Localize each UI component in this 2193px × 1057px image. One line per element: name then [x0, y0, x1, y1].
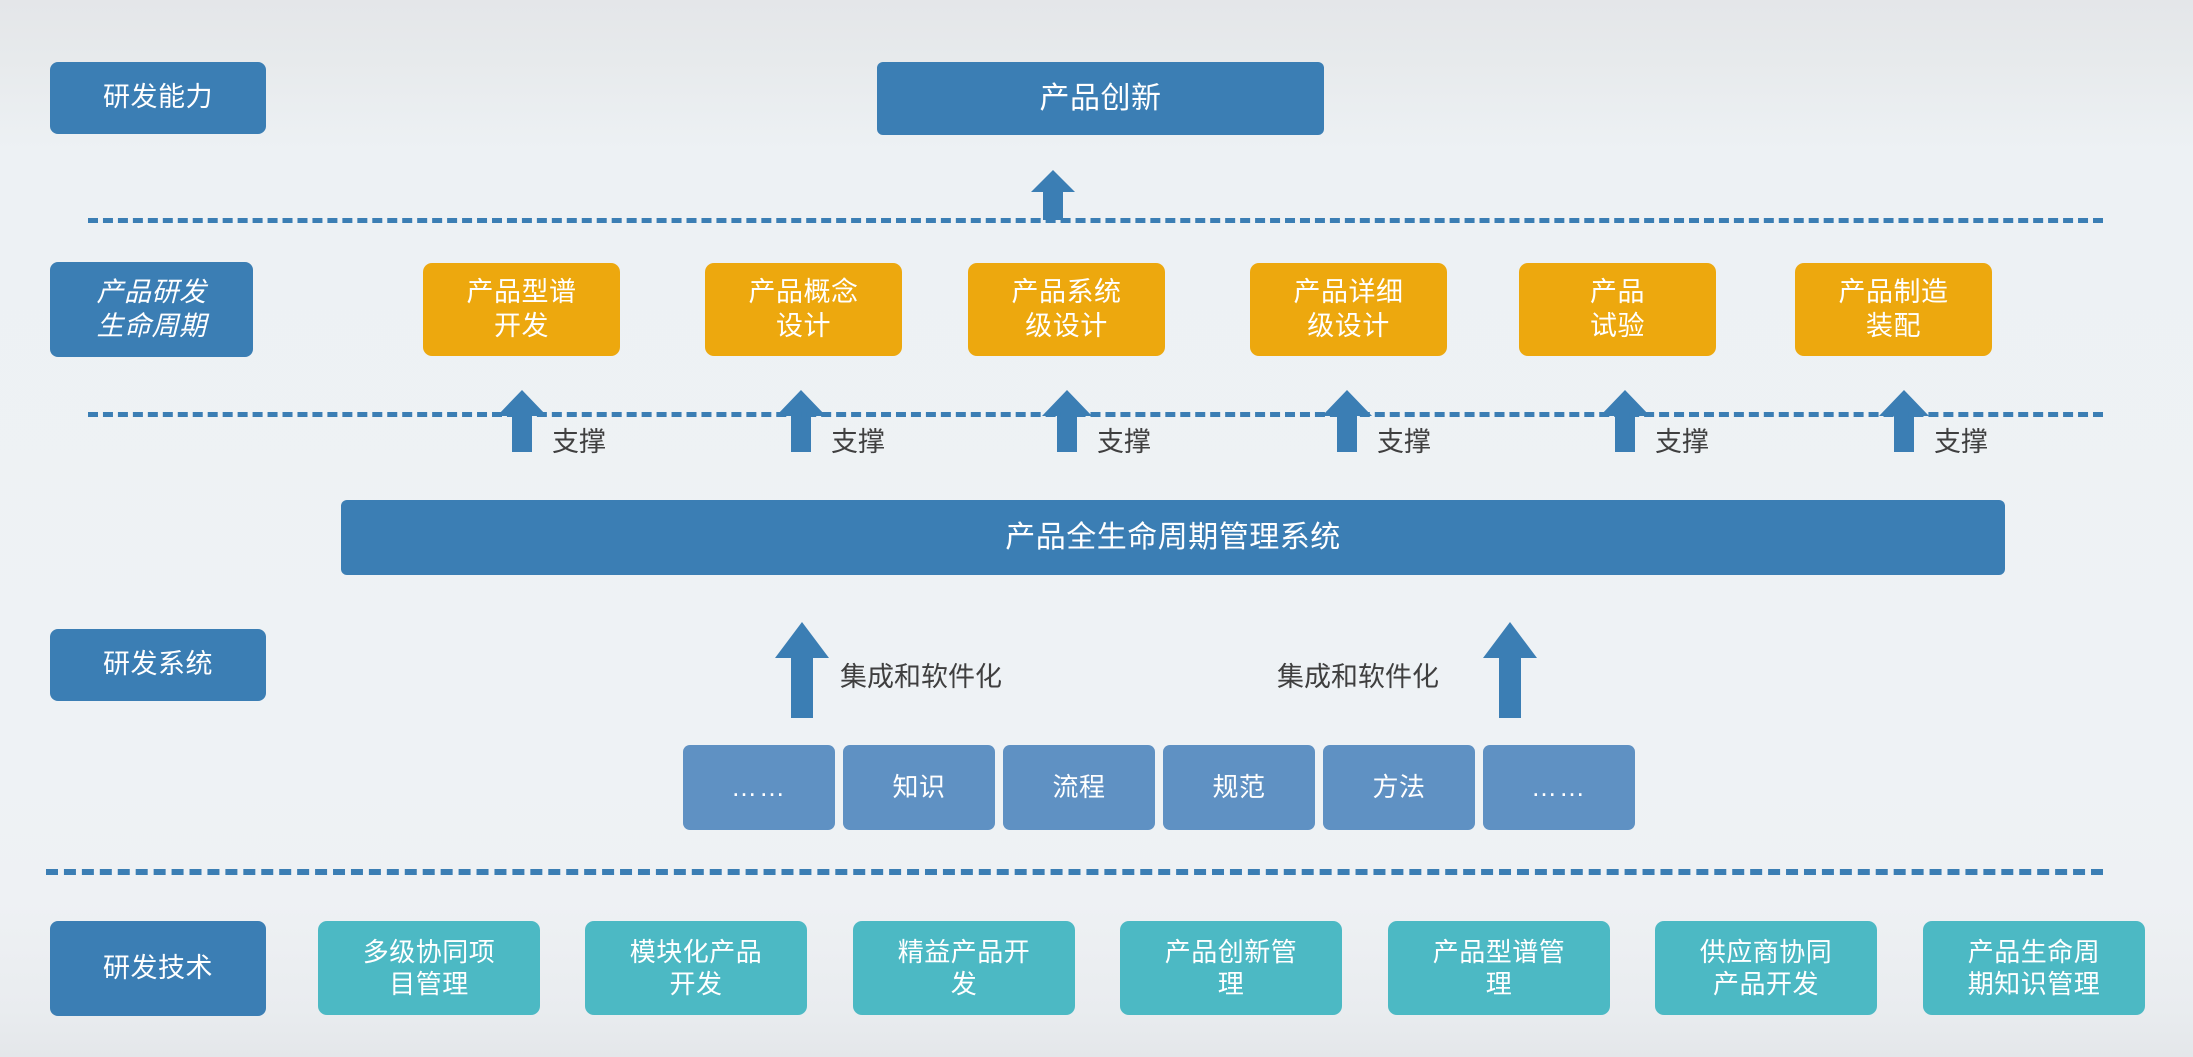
- integration-arrow-right: [1483, 622, 1537, 718]
- support-arrow-5: [1879, 390, 1929, 452]
- stage-box-3[interactable]: 产品详细 级设计: [1250, 263, 1447, 356]
- tech-box-2[interactable]: 精益产品开 发: [853, 921, 1075, 1015]
- stage-box-0[interactable]: 产品型谱 开发: [423, 263, 620, 356]
- plm-system-bar[interactable]: 产品全生命周期管理系统: [341, 500, 2005, 575]
- integration-caption-right: 集成和软件化: [1277, 662, 1439, 692]
- arrow-up-to-innovation: [1031, 170, 1075, 220]
- support-caption-1: 支撑: [831, 427, 885, 457]
- support-arrow-4: [1600, 390, 1650, 452]
- support-arrow-3: [1322, 390, 1372, 452]
- row-label-technology[interactable]: 研发技术: [50, 921, 266, 1016]
- support-caption-4: 支撑: [1655, 427, 1709, 457]
- tech-box-5[interactable]: 供应商协同 产品开发: [1655, 921, 1877, 1015]
- support-caption-5: 支撑: [1934, 427, 1988, 457]
- support-caption-0: 支撑: [552, 427, 606, 457]
- stage-box-4[interactable]: 产品 试验: [1519, 263, 1716, 356]
- support-arrow-0: [497, 390, 547, 452]
- tech-box-0[interactable]: 多级协同项 目管理: [318, 921, 540, 1015]
- support-caption-2: 支撑: [1097, 427, 1151, 457]
- support-arrow-1: [776, 390, 826, 452]
- support-caption-3: 支撑: [1377, 427, 1431, 457]
- system-tile-3[interactable]: 规范: [1163, 745, 1315, 830]
- stage-box-2[interactable]: 产品系统 级设计: [968, 263, 1165, 356]
- tech-box-3[interactable]: 产品创新管 理: [1120, 921, 1342, 1015]
- system-tile-1[interactable]: 知识: [843, 745, 995, 830]
- tech-box-6[interactable]: 产品生命周 期知识管理: [1923, 921, 2145, 1015]
- support-arrow-2: [1042, 390, 1092, 452]
- system-tile-0[interactable]: ……: [683, 745, 835, 830]
- divider-lifecycle-system: [88, 412, 2103, 417]
- divider-system-technology: [46, 869, 2103, 875]
- headline-product-innovation[interactable]: 产品创新: [877, 62, 1324, 135]
- tech-box-4[interactable]: 产品型谱管 理: [1388, 921, 1610, 1015]
- tech-box-1[interactable]: 模块化产品 开发: [585, 921, 807, 1015]
- row-label-system[interactable]: 研发系统: [50, 629, 266, 701]
- system-tile-5[interactable]: ……: [1483, 745, 1635, 830]
- stage-box-1[interactable]: 产品概念 设计: [705, 263, 902, 356]
- integration-caption-left: 集成和软件化: [840, 662, 1002, 692]
- system-tile-4[interactable]: 方法: [1323, 745, 1475, 830]
- row-label-capability[interactable]: 研发能力: [50, 62, 266, 134]
- system-tile-2[interactable]: 流程: [1003, 745, 1155, 830]
- divider-capability-lifecycle: [88, 218, 2103, 223]
- integration-arrow-left: [775, 622, 829, 718]
- stage-box-5[interactable]: 产品制造 装配: [1795, 263, 1992, 356]
- row-label-lifecycle[interactable]: 产品研发 生命周期: [50, 262, 253, 357]
